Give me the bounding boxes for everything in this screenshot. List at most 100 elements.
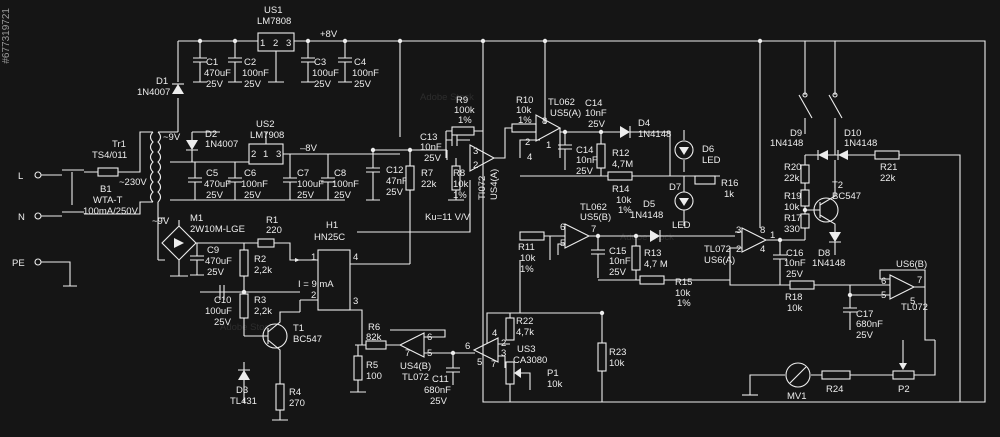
label-r2-value: 2,2k bbox=[254, 265, 272, 276]
label-r8-tol: 1% bbox=[453, 190, 467, 201]
label-us2: US2 bbox=[256, 119, 274, 130]
label-c16-rating: 25V bbox=[786, 269, 804, 280]
d2-bar bbox=[170, 149, 262, 163]
label-r19: R19 bbox=[784, 191, 801, 202]
label-r13-value: 4,7 M bbox=[644, 259, 668, 270]
label-r1: R1 bbox=[266, 215, 278, 226]
label-c9-value: 470uF bbox=[205, 256, 232, 267]
label-us1: US1 bbox=[264, 5, 282, 16]
label-230v: ~230V bbox=[119, 177, 147, 188]
us5a-pin4: 4 bbox=[527, 152, 532, 163]
label-tr1: Tr1 bbox=[112, 139, 126, 150]
label-us4a-2: US4(A) bbox=[489, 169, 500, 200]
label-c8-rating: 25V bbox=[334, 190, 352, 201]
label-c5-value: 470uF bbox=[204, 179, 231, 190]
label-d1-value: 1N4007 bbox=[137, 87, 170, 98]
bridge-wires bbox=[170, 220, 300, 277]
c1-symbol bbox=[193, 41, 207, 83]
label-tr1-value: TS4/011 bbox=[92, 150, 127, 161]
label-us6a: US6(A) bbox=[704, 255, 735, 266]
us6b-pin5b: 5 bbox=[910, 296, 915, 307]
c10-symbol bbox=[219, 285, 225, 300]
r23-wires bbox=[509, 260, 603, 402]
pin-3: 3 bbox=[286, 38, 291, 49]
pin-1: 1 bbox=[260, 38, 265, 49]
label-c14-value: 10nF bbox=[585, 108, 607, 119]
p1-potentiometer bbox=[505, 361, 515, 385]
label-r20-value: 22k bbox=[784, 173, 800, 184]
label-9v-b: ~9V bbox=[152, 216, 170, 227]
pin2-us2: 2 bbox=[251, 149, 256, 160]
r8-wires bbox=[445, 130, 483, 201]
r13-resistor bbox=[631, 245, 641, 271]
t2-leads bbox=[805, 160, 836, 232]
label-r11: R11 bbox=[518, 242, 535, 253]
us6b-pin6: 6 bbox=[881, 276, 886, 287]
m1-bridge-icon bbox=[161, 225, 197, 261]
us3-pin3: 3 bbox=[501, 348, 506, 359]
us3-pin5: 5 bbox=[477, 357, 482, 368]
label-r3-value: 2,2k bbox=[254, 306, 272, 317]
label-c7-rating: 25V bbox=[297, 190, 315, 201]
t1-leads bbox=[244, 311, 300, 372]
c16-symbol bbox=[773, 254, 787, 285]
label-r7-value: 22k bbox=[421, 179, 437, 190]
c2-symbol bbox=[228, 41, 242, 83]
label-r23-value: 10k bbox=[609, 358, 625, 369]
watermark-text: Adobe Stock bbox=[420, 92, 474, 103]
r21-resistor bbox=[874, 150, 900, 160]
stock-id-sidebar: #677319721 bbox=[1, 8, 15, 433]
label-us5b: US5(B) bbox=[580, 212, 611, 223]
rectifier-us5b: TL062 US5(B) 6 5 7 R11 10k 1% D5 1N4148 … bbox=[518, 199, 735, 309]
r24-resistor bbox=[821, 370, 851, 380]
us6a-pin1: 1 bbox=[770, 230, 775, 241]
r18-resistor bbox=[789, 280, 815, 290]
label-us4b: US4(B) bbox=[400, 361, 431, 372]
label-t1-value: BC547 bbox=[293, 334, 322, 345]
h1-sensor: H1 HN25C I = 9 mA 1 2 3 4 bbox=[298, 149, 447, 346]
us6a-opamp-icon bbox=[741, 227, 768, 253]
us6a-wires bbox=[729, 41, 805, 286]
label-r8: R8 bbox=[453, 168, 465, 179]
label-p1-value: 10k bbox=[547, 379, 563, 390]
label-r23: R23 bbox=[609, 347, 626, 358]
d6-led-icon bbox=[674, 140, 694, 160]
p1-wires bbox=[509, 372, 531, 402]
label-d2-value: 1N4007 bbox=[205, 139, 238, 150]
c5-symbol bbox=[188, 162, 202, 200]
label-r16-value: 1k bbox=[724, 189, 734, 200]
terminal-pe-icon bbox=[34, 258, 42, 266]
label-d10-value: 1N4148 bbox=[844, 138, 877, 149]
us2-wires bbox=[265, 132, 400, 155]
d2-diode-icon bbox=[186, 140, 198, 150]
c3-symbol bbox=[301, 41, 315, 83]
label-c10-rating: 25V bbox=[214, 317, 232, 328]
d4-wires bbox=[610, 126, 671, 176]
h1-arrow-icon bbox=[295, 258, 300, 262]
h1-pin2: 2 bbox=[311, 290, 316, 301]
junctions bbox=[197, 38, 853, 356]
us4a-pin3: 3 bbox=[473, 146, 478, 157]
r15-resistor bbox=[639, 275, 665, 285]
label-c6-value: 100nF bbox=[241, 179, 268, 190]
label-c11-value: 680nF bbox=[424, 385, 451, 396]
label-c5-rating: 25V bbox=[206, 190, 224, 201]
r12-wires bbox=[520, 132, 720, 177]
label-c9-rating: 25V bbox=[207, 267, 225, 278]
label-d4: D4 bbox=[638, 118, 650, 129]
label-c4-value: 100nF bbox=[352, 68, 379, 79]
label-r14-tol: 1% bbox=[618, 205, 632, 216]
label-r5-value: 100 bbox=[366, 371, 382, 382]
d5-diode-icon bbox=[650, 230, 660, 242]
contact-b-icon bbox=[832, 92, 838, 98]
r23-resistor bbox=[597, 342, 607, 372]
label-c4-rating: 25V bbox=[354, 79, 372, 90]
label-d7: D7 bbox=[669, 182, 681, 193]
amplifier-us4a: C12 47nF 25V R7 22k C13 10nF 25V R9 100k… bbox=[357, 95, 512, 233]
label-r22: R22 bbox=[516, 316, 533, 327]
label-r3: R3 bbox=[254, 295, 266, 306]
pin3-us2: 3 bbox=[276, 149, 281, 160]
tr1-primary-coil-icon bbox=[149, 131, 154, 203]
d5-wires bbox=[659, 230, 735, 242]
meter-section: MV1 R24 P2 bbox=[742, 340, 936, 402]
